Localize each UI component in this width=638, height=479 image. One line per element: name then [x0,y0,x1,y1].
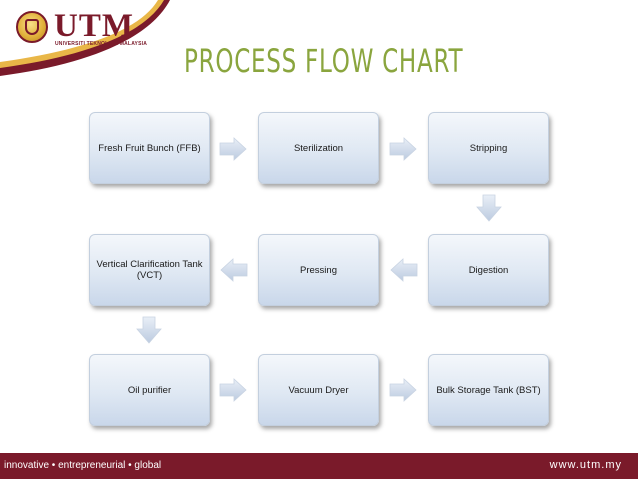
flow-arrow-right-icon [389,378,417,402]
logo-subtext: UNIVERSITI TEKNOLOGI MALAYSIA [55,41,148,47]
flow-arrow-right-icon [219,137,247,161]
page-title: PROCESS FLOW CHART [184,42,464,80]
step-bulk-storage-tank: Bulk Storage Tank (BST) [428,354,549,426]
step-vacuum-dryer: Vacuum Dryer [258,354,379,426]
step-label: Pressing [300,264,337,276]
flow-arrow-right-icon [389,137,417,161]
step-label: Sterilization [293,142,344,154]
flow-arrow-left-icon [220,258,248,282]
step-label: Fresh Fruit Bunch (FFB) [98,142,201,154]
flow-arrow-down-icon [476,194,502,222]
step-label: Digestion [468,264,509,276]
step-vertical-clarification-tank: Vertical Clarification Tank (VCT) [89,234,210,306]
step-label: Stripping [469,142,508,154]
flow-arrow-left-icon [390,258,418,282]
step-label: Vertical Clarification Tank (VCT) [96,259,203,281]
logo-text: UTM [54,8,134,44]
step-label: Oil purifier [127,384,172,396]
step-oil-purifier: Oil purifier [89,354,210,426]
footer-tagline: innovative • entrepreneurial • global [4,460,162,471]
step-sterilization: Sterilization [258,112,379,184]
step-stripping: Stripping [428,112,549,184]
footer-url: www.utm.my [549,459,622,471]
flow-arrow-right-icon [219,378,247,402]
flow-arrow-down-icon [136,316,162,344]
step-pressing: Pressing [258,234,379,306]
utm-crest-icon [16,11,48,43]
step-digestion: Digestion [428,234,549,306]
logo-header: UTM UNIVERSITI TEKNOLOGI MALAYSIA [0,0,170,78]
step-label: Bulk Storage Tank (BST) [436,384,541,396]
step-fresh-fruit-bunch: Fresh Fruit Bunch (FFB) [89,112,210,184]
step-label: Vacuum Dryer [288,384,349,396]
footer-bar: innovative • entrepreneurial • global ww… [0,453,638,479]
